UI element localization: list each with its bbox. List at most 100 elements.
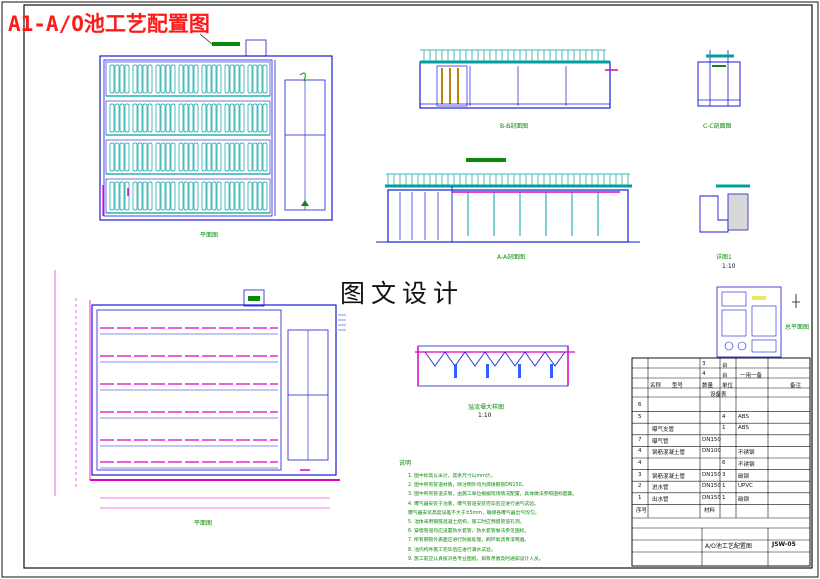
diffuser-pipe <box>142 181 148 211</box>
diffuser-pipe <box>252 142 258 172</box>
diffuser-pipe <box>239 181 245 211</box>
equipment-spec: DN150 <box>702 494 721 501</box>
diffuser-pipe <box>132 103 138 133</box>
diffuser-pipe <box>170 142 176 172</box>
diffuser-pipe <box>229 64 235 94</box>
diffuser-pipe <box>239 64 245 94</box>
diffuser-pipe <box>165 142 171 172</box>
note-line: 7. 所有钢管外表面应进行防腐处理，刷环氧沥青漆两遍。 <box>408 538 530 544</box>
diffuser-pipe <box>178 142 184 172</box>
diffuser-pipe <box>234 181 240 211</box>
diffuser-pipe <box>252 64 258 94</box>
equipment-spec: DN150 <box>702 436 721 443</box>
note-line: 1. 图中标高以米计，其余尺寸以mm计。 <box>408 474 496 479</box>
diffuser-pipe <box>137 142 143 172</box>
diffuser-pipe <box>109 64 115 94</box>
diffuser-pipe <box>183 103 189 133</box>
diffuser-pipe <box>206 142 212 172</box>
diffuser-pipe <box>211 103 217 133</box>
diffuser-pipe <box>229 142 235 172</box>
diffuser-pipe <box>193 142 199 172</box>
tb-drawing-name: A/O池工艺配置图 <box>705 543 752 550</box>
equipment-no: 4 <box>638 448 642 455</box>
diffuser-pipe <box>137 64 143 94</box>
label-section-a: A-A剖面图 <box>497 254 526 261</box>
equipment-no: 5 <box>638 413 642 420</box>
equipment-no: 4 <box>638 460 642 466</box>
note-line: 曝气器安装高度误差不大于±5mm，确保各曝气器出气均匀。 <box>408 510 540 516</box>
diffuser-pipe <box>206 181 212 211</box>
diffuser-pipe <box>206 103 212 133</box>
equipment-spec: DN100 <box>702 448 721 455</box>
note-line: 4. 曝气器安装于池底，曝气管道安装完毕后应进行通气试验。 <box>408 501 539 507</box>
label-weir-detail: 溢流堰大样图 <box>468 404 505 411</box>
diffuser-pipe <box>201 181 207 211</box>
diffuser-pipe <box>216 142 222 172</box>
diffuser-pipe <box>165 181 171 211</box>
diffuser-pipe <box>132 64 138 94</box>
diffuser-pipe <box>201 64 207 94</box>
diffuser-pipe <box>124 181 130 211</box>
diffuser-pipe <box>262 181 268 211</box>
diffuser-pipe <box>178 181 184 211</box>
diffuser-pipe <box>155 181 161 211</box>
diffuser-pipe <box>142 142 148 172</box>
diffuser-pipe <box>165 103 171 133</box>
diffuser-pipe <box>247 181 253 211</box>
diffuser-pipe <box>193 64 199 94</box>
equipment-mat: 碳钢 <box>738 496 750 503</box>
diffuser-pipe <box>188 103 194 133</box>
diffuser-pipe <box>193 103 199 133</box>
equipment-name: 钢筋混凝土管 <box>652 450 686 457</box>
watermark-text: 图文设计 <box>338 274 467 310</box>
tb-section-label: 设备表 <box>710 392 727 398</box>
tb-header-qty: 数量 <box>702 383 714 389</box>
tb-top-unit-2: 台 <box>722 373 728 379</box>
equipment-qty: 4 <box>722 413 726 420</box>
diffuser-pipe <box>119 103 125 133</box>
diffuser-pipe <box>109 103 115 133</box>
equipment-mat: ABS <box>738 425 749 432</box>
diffuser-pipe <box>119 64 125 94</box>
equipment-qty: 1 <box>722 494 726 501</box>
diffuser-pipe <box>109 142 115 172</box>
section-a-view <box>376 158 640 243</box>
equipment-no: 1 <box>638 494 642 501</box>
diffuser-pipe <box>239 142 245 172</box>
tb-header-note: 备注 <box>790 383 802 389</box>
diffuser-pipe <box>224 181 230 211</box>
diffuser-pipe <box>114 181 120 211</box>
diffuser-pipe <box>160 64 166 94</box>
note-line: 5. 池体采用钢筋混凝土结构，施工时应预留管道孔洞。 <box>408 520 525 525</box>
note-line: 3. 图中所有管道支架，由施工单位根据现场情况配置，具体做法参照国标图集。 <box>408 492 578 498</box>
tb-top-qty-2: 4 <box>702 371 706 377</box>
title-block <box>631 357 811 567</box>
diffuser-pipe <box>239 103 245 133</box>
equipment-mat: ABS <box>738 413 749 420</box>
diffuser-pipe <box>124 142 130 172</box>
diffuser-pipe <box>137 181 143 211</box>
note-line: 8. 池内构件施工完毕后应进行满水试验。 <box>408 547 496 553</box>
equipment-name: 进水管 <box>652 485 669 492</box>
label-plan-lower: 平面图 <box>194 520 213 527</box>
diffuser-pipe <box>234 142 240 172</box>
diffuser-pipe <box>155 142 161 172</box>
diffuser-pipe <box>211 64 217 94</box>
diffuser-pipe <box>114 64 120 94</box>
diffuser-pipe <box>160 142 166 172</box>
diffuser-pipe <box>252 103 258 133</box>
weir-detail-view <box>415 345 575 387</box>
equipment-name: 曝气支管 <box>652 427 675 434</box>
plan-view-upper <box>99 33 333 221</box>
diffuser-pipe <box>147 103 153 133</box>
equipment-mat: 碳钢 <box>738 473 750 480</box>
section-b-view <box>419 49 618 109</box>
diffuser-pipe <box>183 64 189 94</box>
note-line: 9. 施工前应认真核对各专业图纸，如有矛盾及时通知设计人员。 <box>408 556 544 562</box>
label-plan-upper: 平面图 <box>200 232 219 239</box>
diffuser-pipe <box>119 142 125 172</box>
equipment-no: 6 <box>638 402 642 408</box>
diffuser-pipe <box>132 181 138 211</box>
diffuser-pipe <box>229 181 235 211</box>
diffuser-pipe <box>216 103 222 133</box>
